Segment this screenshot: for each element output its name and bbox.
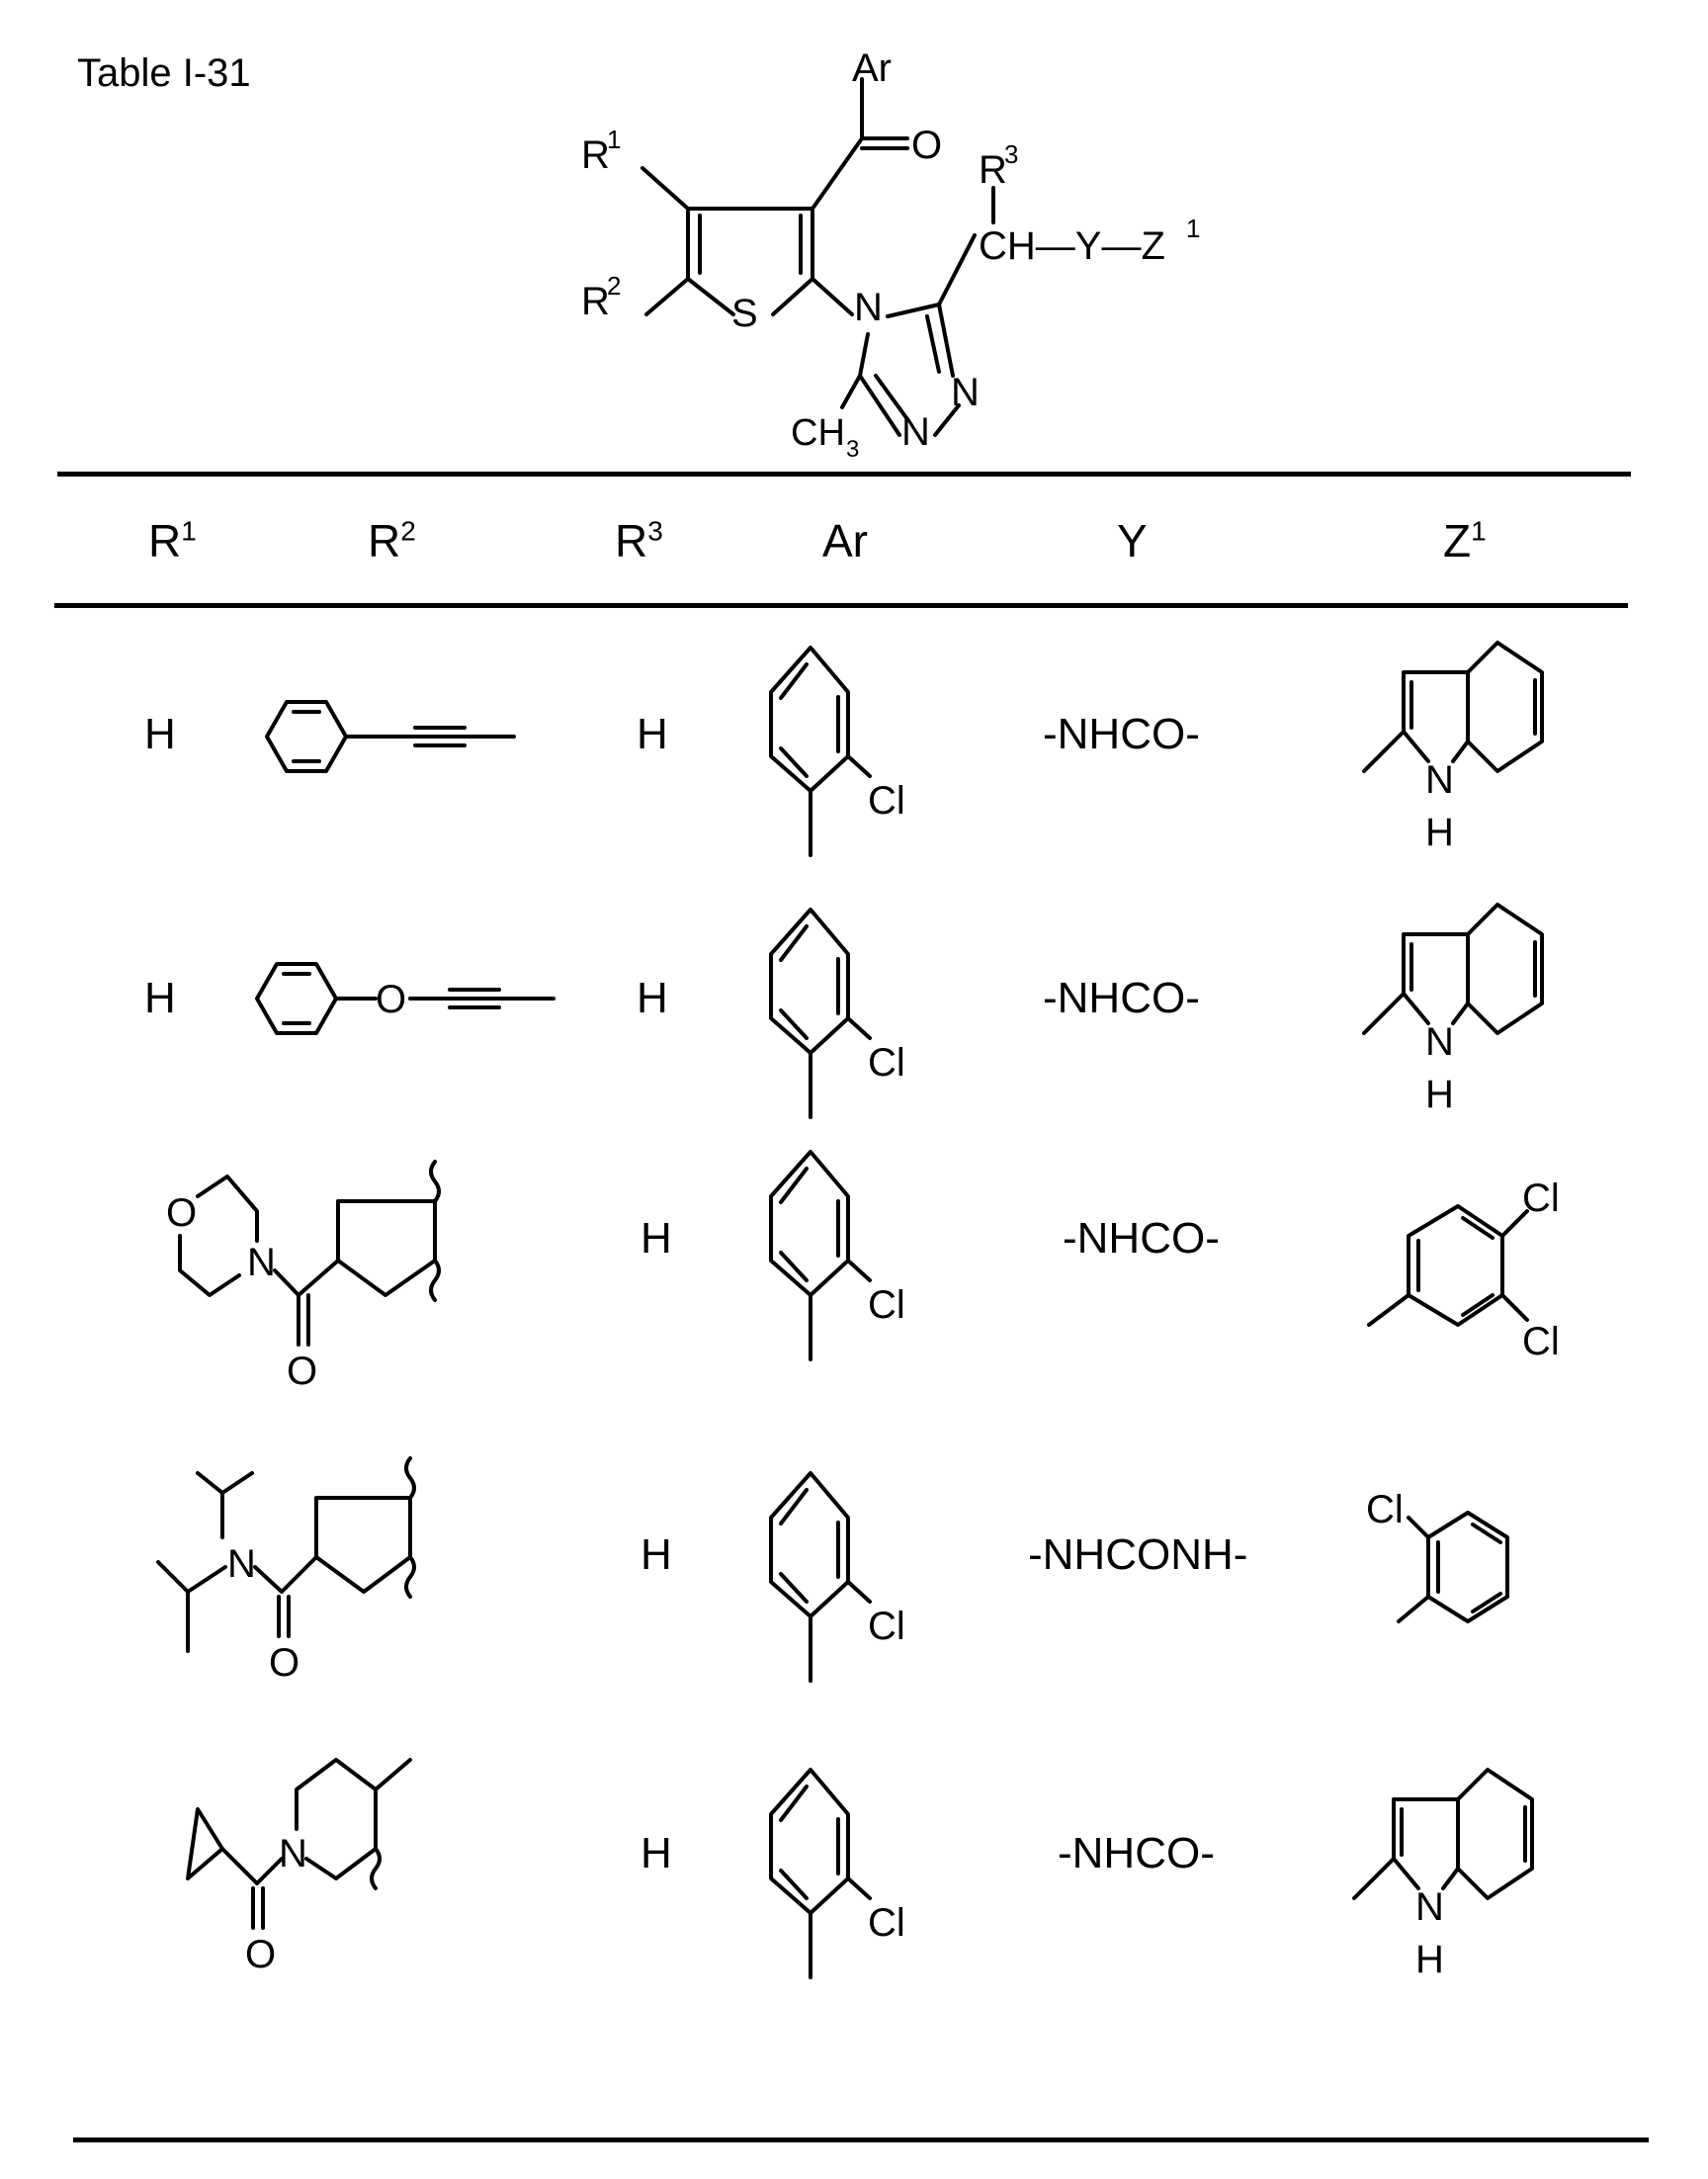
column-header-y: Y	[1117, 515, 1148, 567]
svg-text:Cl: Cl	[1366, 1488, 1404, 1531]
row2-r1: H	[144, 974, 176, 1022]
row1-r1: H	[144, 710, 176, 758]
svg-text:H: H	[1425, 811, 1454, 854]
svg-text:Cl: Cl	[868, 1605, 905, 1648]
svg-text:Cl: Cl	[868, 779, 905, 823]
indolyl-structure: N H	[1362, 903, 1544, 1116]
svg-text:Cl: Cl	[868, 1901, 905, 1945]
svg-text:O: O	[245, 1933, 276, 1976]
svg-text:Cl: Cl	[868, 1283, 905, 1327]
svg-text:N: N	[901, 410, 930, 454]
svg-text:O: O	[166, 1191, 197, 1235]
row1-r3: H	[637, 710, 668, 758]
svg-text:Cl: Cl	[1522, 1320, 1560, 1363]
svg-text:1: 1	[607, 125, 621, 154]
scaffold-structure-diagram: R 1 R 2 S Ar O N N N CH 3 R 3 CH—Y—Z 1	[581, 46, 1200, 463]
chlorophenyl-structure: Cl	[769, 1150, 905, 1361]
svg-text:H: H	[1415, 1938, 1444, 1981]
r3-label: R	[979, 148, 1007, 192]
r1-label: R	[581, 133, 610, 177]
sulfur-label: S	[731, 292, 758, 335]
column-header-r3: R3	[615, 515, 663, 567]
row1-y: -NHCO-	[1043, 710, 1200, 758]
svg-text:O: O	[269, 1641, 299, 1685]
table-title: Table I-31	[77, 51, 251, 95]
indolyl-structure: N H	[1352, 1768, 1534, 1981]
svg-text:O: O	[376, 978, 406, 1021]
chlorophenyl-structure: Cl	[1366, 1488, 1509, 1623]
chlorophenyl-structure: Cl	[769, 1471, 905, 1683]
svg-text:1: 1	[1186, 214, 1200, 243]
column-header-z1: Z1	[1443, 515, 1487, 567]
svg-text:O: O	[287, 1350, 317, 1393]
row5-y: -NHCO-	[1058, 1829, 1215, 1877]
oxygen-label: O	[911, 124, 942, 167]
column-header-r1: R1	[148, 515, 197, 567]
methyl-label: CH	[791, 412, 845, 454]
table-top-rule	[57, 472, 1631, 477]
row2-y: -NHCO-	[1043, 974, 1200, 1022]
chlorophenyl-structure: Cl	[769, 908, 905, 1119]
row3-y: -NHCO-	[1063, 1214, 1220, 1263]
svg-text:3: 3	[846, 436, 859, 463]
svg-text:N: N	[279, 1832, 307, 1875]
svg-text:N: N	[1425, 1020, 1454, 1064]
row4-r3: H	[640, 1530, 672, 1579]
row3-r3: H	[640, 1214, 672, 1263]
morpholine-cyclopentane-structure: O N O	[166, 1160, 441, 1393]
phenoxyethynyl-structure: O	[255, 962, 555, 1035]
indolyl-structure: N H	[1362, 641, 1544, 854]
chlorophenyl-structure: Cl	[769, 646, 905, 857]
row4-y: -NHCONH-	[1028, 1530, 1248, 1579]
svg-text:N: N	[1415, 1885, 1444, 1929]
svg-text:N: N	[1425, 758, 1454, 802]
diisopropylamide-cyclopentane-structure: N O	[156, 1456, 416, 1685]
chlorophenyl-structure: Cl	[769, 1768, 905, 1979]
svg-text:2: 2	[607, 271, 621, 301]
table-header-rule	[54, 603, 1628, 608]
phenylethynyl-structure	[265, 700, 516, 773]
cyclopropanecarbonyl-piperidine-structure: O N	[186, 1758, 412, 1976]
svg-text:H: H	[1425, 1073, 1454, 1116]
table-bottom-rule	[73, 2137, 1649, 2142]
svg-text:N: N	[227, 1542, 256, 1586]
svg-text:N: N	[247, 1241, 276, 1284]
dichlorophenyl-structure: Cl Cl	[1367, 1177, 1560, 1363]
svg-text:N: N	[951, 371, 980, 414]
column-header-ar: Ar	[822, 515, 868, 567]
row5-r3: H	[640, 1829, 672, 1877]
nitrogen-label: N	[854, 286, 883, 329]
column-header-r2: R2	[368, 515, 416, 567]
r2-label: R	[581, 280, 610, 323]
row2-r3: H	[637, 974, 668, 1022]
svg-text:Cl: Cl	[868, 1041, 905, 1085]
chain-label: CH—Y—Z	[979, 224, 1165, 268]
svg-text:3: 3	[1004, 139, 1018, 169]
ar-label: Ar	[852, 46, 892, 90]
svg-text:Cl: Cl	[1522, 1177, 1560, 1220]
